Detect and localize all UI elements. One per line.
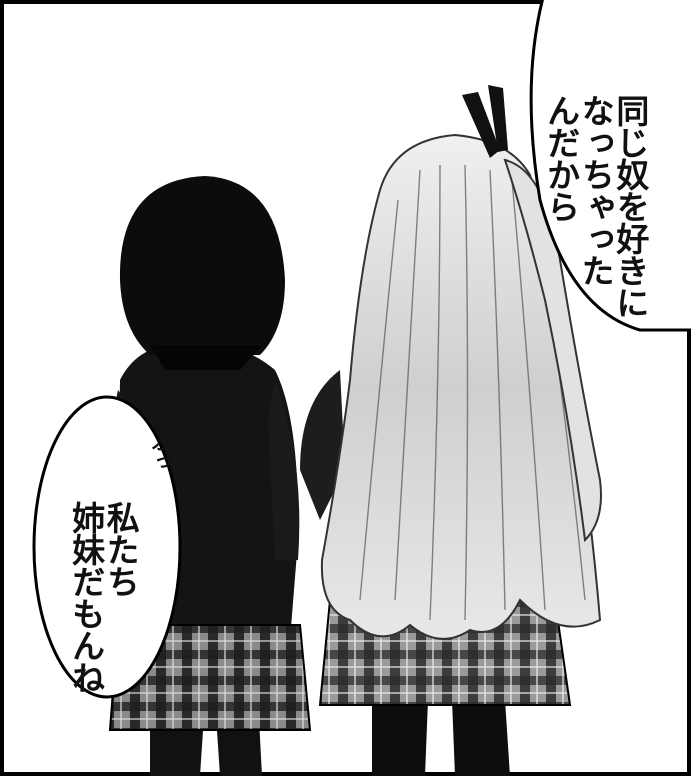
light-haired-girl [300,85,602,776]
speech-right-line-2: なっちゃった [576,94,616,286]
speech-right-line-3: んだから [541,94,581,222]
speech-text-right: 同じ奴を好きに なっちゃった んだから [541,18,682,318]
speech-left-line-1: 私たち [101,501,141,597]
speech-right-line-1: 同じ奴を好きに [610,94,650,318]
speech-text-left: 私たち 姉妹だもんね [66,425,172,693]
sound-effect-text: ふふっ [148,412,172,472]
speech-bubble-right [529,0,691,332]
speech-bubble-left [32,395,182,699]
speech-left-line-2: 姉妹だもんね [66,501,106,693]
